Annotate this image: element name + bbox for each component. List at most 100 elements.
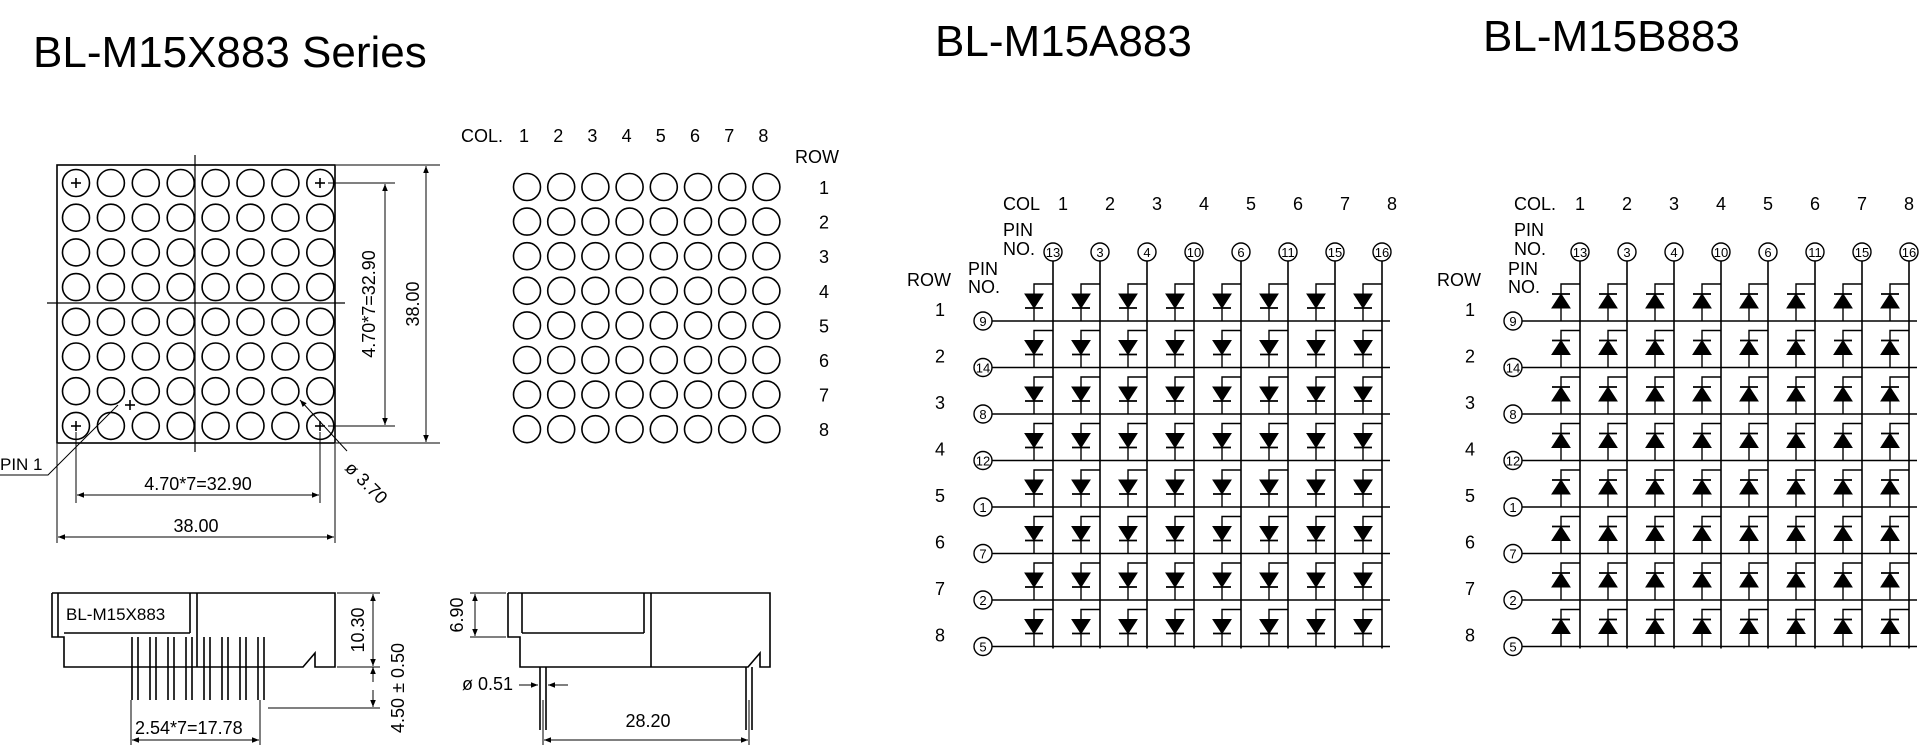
schem-led-branch	[1033, 515, 1053, 527]
front-dot	[61, 342, 91, 371]
schem-led-branch	[1315, 422, 1335, 434]
schem-led-diode	[1259, 293, 1279, 309]
schem-row-pin-number: 12	[1506, 454, 1520, 469]
front-dot	[131, 168, 161, 198]
schem-led-diode	[1353, 386, 1373, 402]
layout-dot	[649, 414, 679, 444]
schem-led-branch	[1889, 376, 1909, 387]
front-dot	[305, 307, 335, 337]
schem-col-pin-number: 6	[1237, 245, 1244, 260]
schem-led-branch	[1607, 376, 1627, 387]
schem-led-diode	[1692, 618, 1712, 634]
layout-dot	[717, 241, 747, 271]
front-pin1-marks	[71, 178, 325, 431]
schem-led-diode	[1645, 432, 1665, 448]
schem-led-diode	[1739, 525, 1759, 541]
layout-row-number: 2	[819, 213, 829, 233]
layout-dot	[752, 414, 781, 444]
front-dot	[271, 307, 300, 337]
front-dot	[201, 307, 230, 337]
schem-led-branch	[1795, 608, 1815, 620]
schem-led-diode	[1833, 525, 1853, 541]
schem-col-pin-number: 4	[1670, 245, 1677, 260]
front-dot	[61, 238, 91, 267]
front-dot	[236, 203, 265, 232]
layout-dot	[512, 414, 542, 444]
front-dot	[131, 307, 161, 337]
schem-led-branch	[1268, 562, 1288, 573]
front-dot	[201, 376, 230, 406]
schem-led-diode	[1306, 340, 1326, 356]
schem-led-diode	[1692, 525, 1712, 541]
schem-led-branch	[1748, 422, 1768, 434]
layout-col-number: 1	[519, 126, 529, 146]
schem-led-diode	[1833, 479, 1853, 495]
schem-led-diode	[1306, 572, 1326, 588]
layout-dot	[546, 311, 576, 340]
schem-led-diode	[1551, 432, 1571, 448]
schem-led-branch	[1080, 469, 1100, 480]
layout-dot	[752, 345, 781, 375]
schem-col-pin-number: 15	[1328, 245, 1342, 260]
layout-dot	[752, 207, 781, 236]
schem-led-diode	[1024, 479, 1044, 495]
front-dot	[131, 411, 161, 441]
schem-led-diode	[1259, 340, 1279, 356]
schem-led-branch	[1701, 422, 1721, 434]
schem-led-branch	[1362, 562, 1382, 573]
schem-led-branch	[1127, 608, 1147, 620]
layout-dot	[717, 414, 747, 444]
schem-led-branch	[1127, 283, 1147, 294]
front-dot	[271, 411, 300, 441]
front-dot	[166, 307, 195, 337]
schem-led-diode	[1880, 479, 1900, 495]
front-dot	[271, 203, 300, 232]
schem-led-diode	[1353, 619, 1373, 635]
front-dot	[236, 272, 265, 302]
schem-col-pin-number: 3	[1623, 245, 1630, 260]
layout-dot	[683, 345, 713, 375]
pin1-leader	[0, 404, 119, 476]
schem-col-number: 2	[1622, 194, 1632, 214]
front-view	[0, 155, 440, 543]
layout-row-number: 1	[819, 178, 829, 198]
layout-dot	[615, 311, 644, 340]
schem-led-branch	[1607, 329, 1627, 341]
schem-row-number: 8	[935, 626, 945, 646]
front-dot	[201, 411, 230, 441]
front-dot	[96, 168, 126, 198]
front-dot	[131, 376, 161, 406]
schem-led-diode	[1024, 386, 1044, 402]
front-dot	[305, 272, 335, 302]
front-dot	[96, 307, 126, 337]
schem-led-branch	[1842, 515, 1862, 527]
schem-led-diode	[1118, 433, 1138, 449]
schem-col-number: 7	[1340, 194, 1350, 214]
schem-led-branch	[1033, 562, 1053, 573]
layout-dot	[649, 311, 679, 340]
schem-led-diode	[1306, 479, 1326, 495]
layout-dot	[546, 414, 576, 444]
schem-led-branch	[1795, 283, 1815, 294]
schem-led-diode	[1880, 293, 1900, 309]
schem-col-number: 1	[1575, 194, 1585, 214]
layout-dot	[581, 276, 610, 306]
schem-led-branch	[1795, 329, 1815, 341]
layout-row-number: 8	[819, 420, 829, 440]
schem-led-branch	[1560, 422, 1580, 434]
schem-row-pin-number: 7	[979, 547, 986, 562]
front-dot	[305, 342, 335, 371]
schem-led-diode	[1212, 572, 1232, 588]
schem-led-diode	[1833, 572, 1853, 588]
schem-led-diode	[1165, 340, 1185, 356]
model-a-title: BL-M15A883	[935, 17, 1192, 66]
schem-led-branch	[1560, 608, 1580, 620]
schem-led-branch	[1315, 283, 1335, 294]
schem-led-branch	[1362, 422, 1382, 434]
schem-b-pin-label-2: NO.	[1514, 239, 1546, 259]
schem-led-branch	[1315, 376, 1335, 387]
schem-led-branch	[1362, 608, 1382, 620]
schem-led-branch	[1842, 329, 1862, 341]
